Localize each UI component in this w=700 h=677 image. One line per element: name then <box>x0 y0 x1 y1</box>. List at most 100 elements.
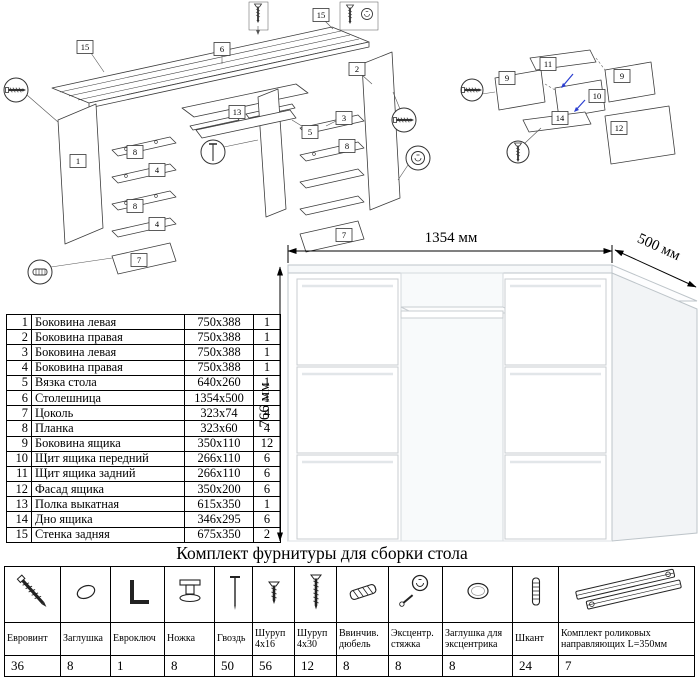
hardware-icon-cell <box>214 566 253 623</box>
part-number-label: 13 <box>228 105 246 119</box>
hardware-names-row: Евровинт Заглушка Евроключ Ножка Гвоздь … <box>4 622 695 656</box>
hardware-qty: 50 <box>214 655 253 677</box>
hardware-qty: 8 <box>164 655 215 677</box>
parts-table-cell: 1 <box>253 344 281 361</box>
hardware-icon-cell <box>442 566 513 623</box>
hardware-kit-title: Комплект фурнитуры для сборки стола <box>176 543 468 563</box>
part-number-text: 10 <box>593 91 602 101</box>
part-number-text: 9 <box>505 73 509 83</box>
parts-table-cell: Боковина ящика <box>31 435 185 452</box>
hardware-qty: 36 <box>4 655 61 677</box>
parts-table-cell: 323x74 <box>184 405 254 422</box>
dimension-width-label: 1354 мм <box>425 230 478 246</box>
hardware-qty: 24 <box>512 655 559 677</box>
hardware-name: Шуруп 4x16 <box>252 622 295 656</box>
part-number-label: 12 <box>610 121 628 135</box>
parts-table-cell: 750x388 <box>184 344 254 361</box>
fastener-callout <box>3 77 29 103</box>
part-number-label: 4 <box>148 163 166 177</box>
part-number-label: 5 <box>301 125 319 139</box>
fastener-callout <box>200 139 226 165</box>
hardware-icons-row <box>4 566 695 623</box>
hardware-qty: 8 <box>442 655 513 677</box>
parts-table-cell: 6 <box>253 465 281 483</box>
part-number-text: 4 <box>155 165 160 175</box>
hardware-qty: 1 <box>110 655 165 677</box>
part-number-text: 5 <box>308 127 312 137</box>
parts-table-cell: Стенка задняя <box>31 526 185 543</box>
parts-table-cell: 750x388 <box>184 359 254 376</box>
parts-table-cell: 7 <box>6 405 32 422</box>
parts-table-cell: 3 <box>6 344 32 361</box>
parts-table-cell: 14 <box>6 511 32 528</box>
hardware-qty-row: 36 8 1 8 50 56 12 8 8 8 24 7 <box>4 655 695 677</box>
hardware-qty: 8 <box>60 655 111 677</box>
part-number-text: 6 <box>220 44 224 54</box>
part-number-text: 4 <box>155 219 160 229</box>
dimension-depth-label: 500 мм <box>635 231 683 265</box>
hardware-name: Евроключ <box>110 622 165 656</box>
parts-table-cell: 2 <box>6 329 32 346</box>
part-number-label: 14 <box>551 111 569 125</box>
screw-callout-top-right <box>339 1 379 31</box>
parts-table-cell: Дно ящика <box>31 511 185 528</box>
part-number-label: 8 <box>338 139 356 153</box>
cap-plug-icon <box>76 584 95 600</box>
hardware-icon-cell <box>60 566 111 623</box>
hardware-qty: 8 <box>336 655 389 677</box>
screw-4x16-icon <box>267 581 280 604</box>
desk-illustration <box>287 264 698 542</box>
parts-table-cell: 350x200 <box>184 481 254 498</box>
parts-table-cell: 1 <box>253 389 281 407</box>
part-number-text: 9 <box>620 71 624 81</box>
hardware-icon-cell <box>4 566 61 623</box>
part-number-label: 15 <box>76 40 94 54</box>
part-number-label: 7 <box>335 228 353 242</box>
parts-table-cell: 6 <box>6 389 32 407</box>
parts-table-cell: Полка выкатная <box>31 496 185 513</box>
parts-table-cell: 10 <box>6 450 32 467</box>
part-number-text: 2 <box>355 64 359 74</box>
part-number-text: 12 <box>615 123 624 133</box>
part-number-label: 7 <box>130 253 148 267</box>
hardware-icon-cell <box>252 566 295 623</box>
screw-4x30-icon <box>309 574 322 610</box>
hardware-qty: 7 <box>558 655 695 677</box>
parts-table-cell: 12 <box>253 435 281 452</box>
hardware-icon-cell <box>164 566 215 623</box>
threaded-dowel-icon <box>349 584 376 600</box>
right-side-panel <box>361 51 401 211</box>
euro-screw-icon <box>16 574 46 607</box>
fastener-callout <box>506 140 530 164</box>
center-divider-panel <box>195 88 297 218</box>
parts-table-cell: 675x350 <box>184 526 254 543</box>
parts-table-cell: 4 <box>6 359 32 376</box>
parts-table-cell: 5 <box>6 374 32 391</box>
hardware-icon-cell <box>388 566 443 623</box>
parts-table-cell: 12 <box>6 481 32 498</box>
part-number-text: 11 <box>544 59 552 69</box>
assembly-direction-arrow <box>561 73 586 112</box>
part-number-text: 8 <box>133 201 137 211</box>
part-number-text: 15 <box>81 42 90 52</box>
parts-table-cell: 266x110 <box>184 465 254 483</box>
hardware-icon-cell <box>336 566 389 623</box>
part-number-text: 1 <box>76 156 80 166</box>
leg-icon <box>178 579 201 603</box>
parts-table-cell: 1 <box>253 313 281 331</box>
hardware-name: Эксцентр. стяжка <box>388 622 443 656</box>
parts-table-cell: Боковина правая <box>31 329 185 346</box>
parts-table-cell: 8 <box>6 420 32 437</box>
part-number-text: 8 <box>345 141 349 151</box>
parts-table-cell: Боковина правая <box>31 359 185 376</box>
drawer-facade-panel <box>604 105 676 165</box>
parts-table-cell: 11 <box>6 465 32 483</box>
part-number-label: 8 <box>126 145 144 159</box>
